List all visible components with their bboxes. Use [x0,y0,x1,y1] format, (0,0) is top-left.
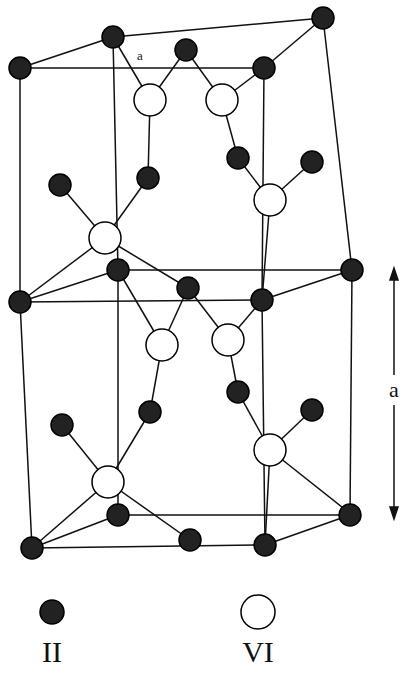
lattice-label: a [135,49,145,62]
legend-symbols [40,595,275,629]
cell-edges [20,18,352,548]
bonds [20,37,352,548]
legend-label: VI [240,637,276,667]
group-II-atoms [9,7,363,559]
group-VI-atoms [89,84,286,498]
lattice-label: a [387,379,401,401]
legend-label: II [40,637,64,667]
